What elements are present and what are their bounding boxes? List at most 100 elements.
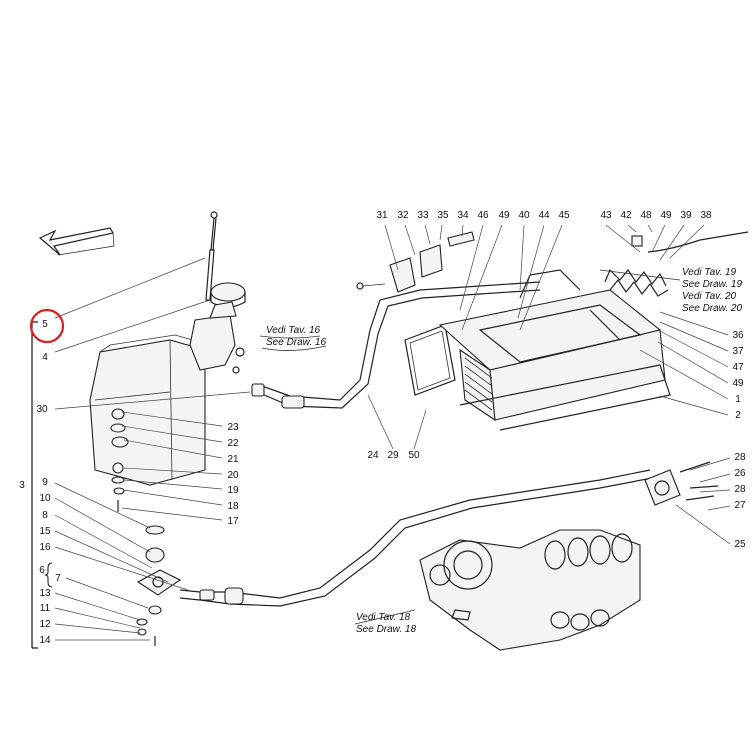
leader-line-c19 xyxy=(123,479,223,490)
upper-oil-line xyxy=(251,281,541,409)
callout-c42: 42 xyxy=(620,210,632,221)
leader-line-c36 xyxy=(659,311,729,336)
callout-c40: 40 xyxy=(518,210,530,221)
leader-line-c34 xyxy=(461,224,464,237)
callout-c32: 32 xyxy=(397,210,409,221)
callout-c48: 48 xyxy=(640,210,652,221)
drain-fittings xyxy=(136,525,182,646)
callout-c49a: 49 xyxy=(498,210,510,221)
group-3-bracket xyxy=(31,321,53,649)
callout-c28b: 28 xyxy=(734,484,746,495)
leader-line-c11 xyxy=(54,607,141,629)
callout-c14: 14 xyxy=(39,635,51,646)
leader-line-c8 xyxy=(54,514,153,569)
callout-c5: 5 xyxy=(42,319,48,330)
leader-line-c28b xyxy=(699,489,731,493)
leader-line-c35 xyxy=(439,224,443,241)
callout-c12: 12 xyxy=(39,619,51,630)
callout-c43: 43 xyxy=(600,210,612,221)
callout-c7: 7 xyxy=(55,573,61,584)
leader-line-c33 xyxy=(424,224,431,245)
reference-ref18-line2: See Draw. 18 xyxy=(356,624,416,635)
callout-c26: 26 xyxy=(734,468,746,479)
leader-line-c18 xyxy=(123,489,223,506)
leader-line-c46 xyxy=(459,224,484,311)
leader-line-c31 xyxy=(384,224,399,271)
leader-line-c13 xyxy=(54,592,141,621)
callout-c29: 29 xyxy=(387,450,399,461)
leader-line-c49b xyxy=(651,224,666,253)
callout-c37: 37 xyxy=(732,346,744,357)
pipe-union xyxy=(644,461,719,506)
callout-c31: 31 xyxy=(376,210,388,221)
leader-line-c42 xyxy=(627,224,637,233)
callout-c17: 17 xyxy=(227,516,239,527)
leader-line-c1 xyxy=(639,349,729,400)
reference-ref20-line1: Vedi Tav. 20 xyxy=(682,291,737,302)
leader-line-c21 xyxy=(123,439,223,459)
callout-c45: 45 xyxy=(558,210,570,221)
callout-c38: 38 xyxy=(700,210,712,221)
leader-line-c2 xyxy=(659,395,729,416)
callout-c16: 16 xyxy=(39,542,51,553)
callout-c49b: 49 xyxy=(660,210,672,221)
callout-c3: 3 xyxy=(19,480,25,491)
callout-c19: 19 xyxy=(227,485,239,496)
leader-line-c50 xyxy=(413,409,427,450)
reference-ref18-line1: Vedi Tav. 18 xyxy=(356,612,411,623)
callout-c50: 50 xyxy=(408,450,420,461)
leader-line-c16 xyxy=(54,546,189,591)
leader-line-c26 xyxy=(699,473,731,483)
callout-c30: 30 xyxy=(36,404,48,415)
callout-c6: 6 xyxy=(39,565,45,576)
callout-c9: 9 xyxy=(42,477,48,488)
callout-c39: 39 xyxy=(680,210,692,221)
leader-line-c32 xyxy=(404,224,416,256)
callout-c47: 47 xyxy=(732,362,744,373)
callout-c11: 11 xyxy=(40,603,51,614)
leader-line-c22 xyxy=(121,425,223,443)
callout-c33: 33 xyxy=(417,210,429,221)
callout-c35: 35 xyxy=(437,210,449,221)
callout-c18: 18 xyxy=(227,501,239,512)
callout-c21: 21 xyxy=(227,454,239,465)
clamp-bracket xyxy=(356,231,475,293)
callout-c44: 44 xyxy=(538,210,550,221)
leader-line-c40 xyxy=(519,224,525,291)
leader-line-c15 xyxy=(54,530,169,583)
oil-cooler xyxy=(438,269,671,431)
callout-c49c: 49 xyxy=(732,378,744,389)
callout-c10: 10 xyxy=(39,493,51,504)
leader-line-c27 xyxy=(707,505,731,511)
leader-line-c20 xyxy=(123,467,223,475)
gasket xyxy=(404,324,456,396)
leader-line-c29 xyxy=(367,394,394,450)
callout-c34: 34 xyxy=(457,210,469,221)
leader-line-c48 xyxy=(647,224,653,233)
reference-ref16-line1: Vedi Tav. 16 xyxy=(266,325,321,336)
callout-c13: 13 xyxy=(39,588,51,599)
reference-ref16-line2: See Draw. 16 xyxy=(266,337,326,348)
leader-line-c5 xyxy=(54,257,206,319)
leader-line-c39 xyxy=(659,224,685,261)
engine-block xyxy=(419,529,641,651)
leader-line-c4 xyxy=(54,299,211,353)
callout-c20: 20 xyxy=(227,470,239,481)
leader-line-c12 xyxy=(54,623,141,634)
leader-line-c7 xyxy=(65,577,149,609)
leader-line-c38 xyxy=(669,224,705,259)
leader-line-c25 xyxy=(675,504,731,545)
callout-c36: 36 xyxy=(732,330,744,341)
leader-line-c47 xyxy=(657,329,729,368)
callout-c4: 4 xyxy=(42,352,48,363)
leader-line-c30 xyxy=(54,391,251,410)
tank-fittings xyxy=(110,408,129,512)
callout-c8: 8 xyxy=(42,510,48,521)
reference-leaders xyxy=(259,269,681,625)
callout-c28a: 28 xyxy=(734,452,746,463)
leader-line-c23 xyxy=(121,411,223,427)
leader-line-c28a xyxy=(689,457,731,471)
